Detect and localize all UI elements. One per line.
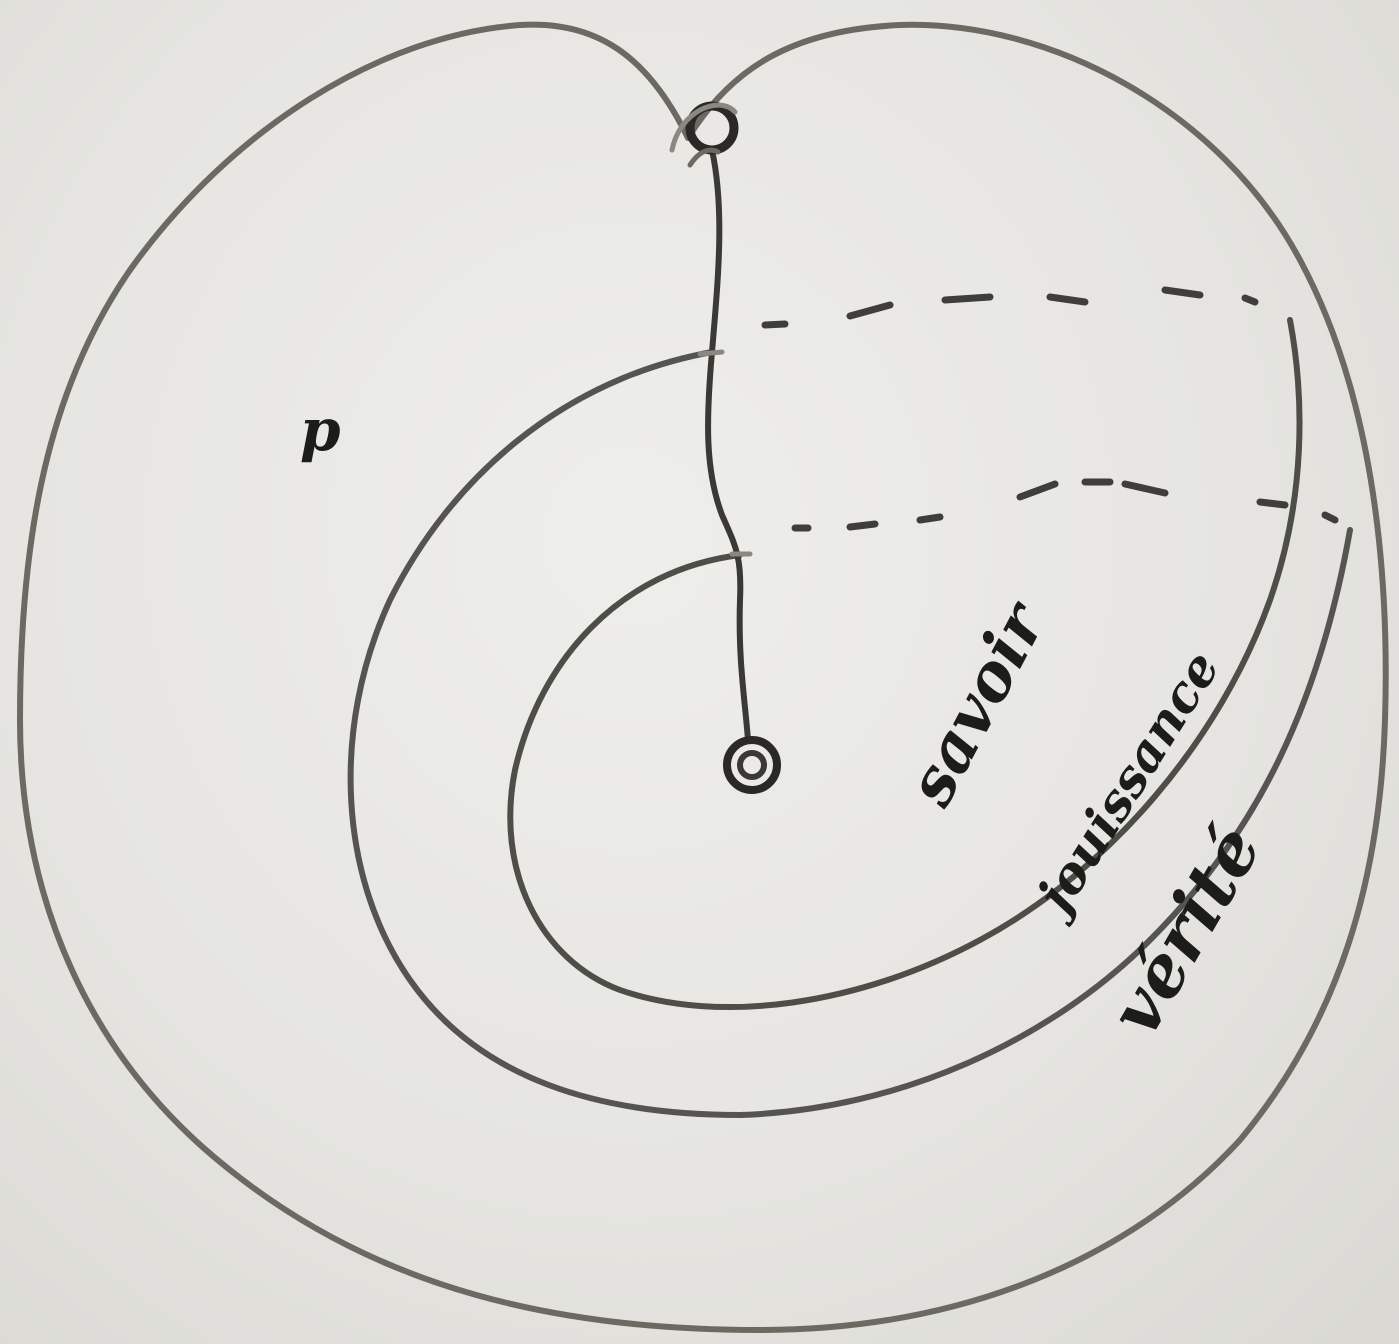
label-savoir: savoir: [892, 588, 1062, 818]
cut-line: [708, 150, 748, 740]
lower-dashed-line: [795, 482, 1335, 528]
bottom-knot: [727, 740, 777, 790]
crossing-tick-middle: [700, 352, 722, 354]
label-point-p: p: [300, 396, 341, 464]
upper-dashed-line: [765, 290, 1255, 325]
